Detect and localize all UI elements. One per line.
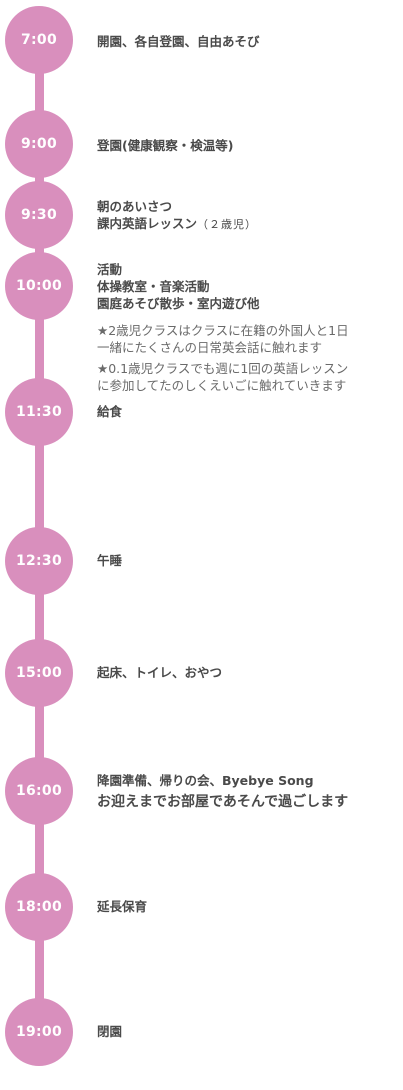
time-circle: 16:00 — [5, 757, 73, 825]
activity-line: 午睡 — [97, 553, 123, 568]
activity-line: 給食 — [97, 404, 123, 419]
activity-line: 閉園 — [97, 1024, 123, 1039]
activity-line: 開園、各自登園、自由あそび — [97, 34, 260, 49]
activity-text: 朝のあいさつ 課内英語レッスン（２歳児） — [97, 198, 397, 233]
time-label: 15:00 — [15, 665, 63, 681]
activity-text: 給食 — [97, 403, 397, 420]
activity-text: 起床、トイレ、おやつ — [97, 664, 397, 681]
time-label: 10:00 — [15, 278, 63, 294]
time-circle: 15:00 — [5, 639, 73, 707]
english-note: ★0.1歳児クラスでも週に1回の英語レッスン — [97, 361, 349, 376]
activity-line: 起床、トイレ、おやつ — [97, 665, 223, 680]
activity-text: 降園準備、帰りの会、Byebye Song お迎えまでお部屋であそんで過ごします — [97, 772, 397, 811]
time-circle: 11:30 — [5, 378, 73, 446]
activity-text: 閉園 — [97, 1023, 397, 1040]
activity-line: 朝のあいさつ — [97, 199, 173, 214]
time-circle: 18:00 — [5, 873, 73, 941]
activity-text: 延長保育 — [97, 898, 397, 915]
activity-text: 開園、各自登園、自由あそび — [97, 33, 397, 50]
time-label: 9:00 — [20, 136, 58, 152]
time-circle: 10:00 — [5, 252, 73, 320]
activity-line: 課内英語レッスン（２歳児） — [97, 215, 397, 233]
activity-line: 体操教室・音楽活動 — [97, 279, 210, 294]
activity-line: 登園(健康観察・検温等) — [97, 138, 234, 153]
time-label: 9:30 — [20, 207, 58, 223]
activity-line: 園庭あそび散歩・室内遊び他 — [97, 296, 260, 311]
time-circle: 9:30 — [5, 181, 73, 249]
time-label: 16:00 — [15, 783, 63, 799]
time-label: 18:00 — [15, 899, 63, 915]
activity-text: 登園(健康観察・検温等) — [97, 137, 397, 154]
english-note: ★2歳児クラスはクラスに在籍の外国人と1日 — [97, 323, 349, 338]
activity-line: 降園準備、帰りの会、Byebye Song — [97, 773, 314, 788]
time-label: 7:00 — [20, 32, 58, 48]
activity-text: 活動 体操教室・音楽活動 園庭あそび散歩・室内遊び他 ★2歳児クラスはクラスに在… — [97, 261, 397, 394]
pickup-note: お迎えまでお部屋であそんで過ごします — [97, 794, 349, 810]
time-circle: 9:00 — [5, 110, 73, 178]
time-circle: 19:00 — [5, 998, 73, 1066]
english-note: に参加してたのしくえいごに触れていきます — [97, 378, 347, 393]
activity-line: 活動 — [97, 262, 123, 277]
time-label: 11:30 — [15, 404, 63, 420]
activity-line: 延長保育 — [97, 899, 148, 914]
time-label: 12:30 — [15, 553, 63, 569]
activity-text: 午睡 — [97, 552, 397, 569]
activity-line-main: 課内英語レッスン — [97, 216, 198, 231]
time-circle: 7:00 — [5, 6, 73, 74]
english-note: 一緒にたくさんの日常英会話に触れます — [97, 340, 323, 355]
time-circle: 12:30 — [5, 527, 73, 595]
time-label: 19:00 — [15, 1024, 63, 1040]
age-note: （２歳児） — [197, 218, 258, 231]
